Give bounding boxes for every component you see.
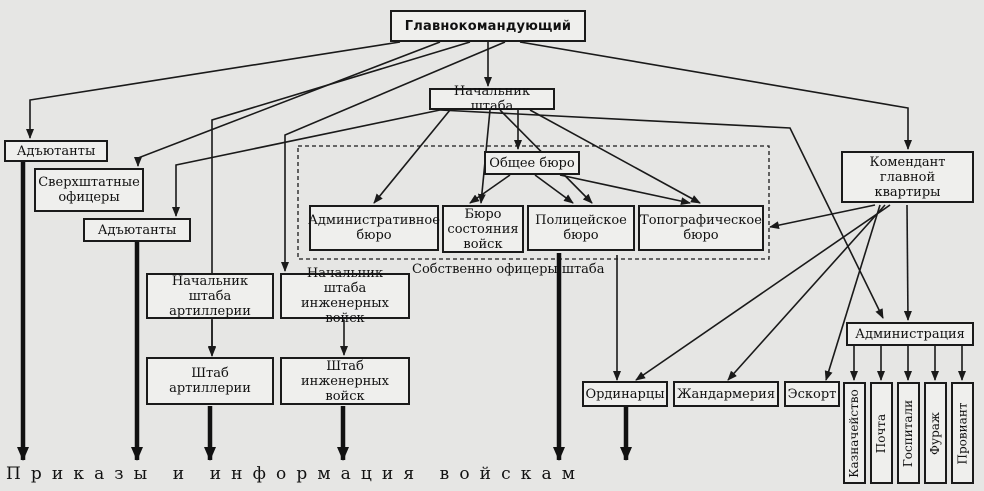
node-forage: Фураж <box>924 382 947 484</box>
staff-officers-group-label: Собственно офицеры штаба <box>412 262 605 277</box>
arrow-connector-12 <box>439 109 884 319</box>
edges-thick <box>17 162 632 461</box>
arrow-connector-8 <box>373 109 451 204</box>
node-commander: Главнокомандующий <box>390 10 586 42</box>
arrow-connector-18 <box>727 204 886 381</box>
node-escort: Эскорт <box>784 381 840 407</box>
staff-officers-group-border <box>297 145 770 260</box>
arrow-connector-16 <box>769 204 876 230</box>
node-commandant: Комендант главной квартиры <box>841 151 974 203</box>
node-treasury-label: Казначейство <box>847 388 862 478</box>
node-adjutants-left: Адъютанты <box>4 140 108 162</box>
arrow-connector-13 <box>469 174 511 204</box>
arrow-connector-19 <box>635 204 891 381</box>
node-orderlies: Ординарцы <box>582 381 668 407</box>
orders-footer-text: Приказы и информация войскам <box>6 464 586 484</box>
arrow-connector-20 <box>903 204 912 321</box>
arrow-connector-15 <box>559 174 691 206</box>
node-supernumerary-officers: Сверхштатные офицеры <box>34 168 144 212</box>
node-engineer-chief: Начальник штаба инженерных войск <box>280 266 410 326</box>
node-provisions-label: Провиант <box>955 402 970 464</box>
node-post: Почта <box>870 382 893 484</box>
arrow-connector-4 <box>281 41 506 272</box>
arrow-connector-2 <box>134 41 441 167</box>
node-chief-of-staff: Начальник штаба <box>429 84 555 114</box>
node-post-label: Почта <box>874 413 889 453</box>
node-administration: Администрация <box>846 322 974 346</box>
node-provisions: Провиант <box>951 382 974 484</box>
node-general-bureau: Общее бюро <box>484 151 580 175</box>
node-treasury: Казначейство <box>843 382 866 484</box>
node-adjutants-second: Адъютанты <box>83 218 191 242</box>
node-hospitals-label: Госпитали <box>901 399 915 467</box>
node-admin-bureau: Административное бюро <box>308 205 440 251</box>
arrow-connector-17 <box>824 204 881 381</box>
node-artillery-staff: Штаб артиллерии <box>146 357 274 405</box>
arrow-connector-11 <box>529 109 701 204</box>
arrow-connector-7 <box>172 109 441 217</box>
node-topographic-bureau: Топографическое бюро <box>638 205 764 251</box>
node-artillery-chief: Начальник штаба артиллерии <box>146 273 274 319</box>
arrow-connector-14 <box>534 174 574 204</box>
node-police-bureau: Полицейское бюро <box>527 205 635 251</box>
node-status-bureau: Бюро состояния войск <box>442 205 524 253</box>
arrow-connector-5 <box>519 41 912 150</box>
node-forage-label: Фураж <box>928 411 942 455</box>
node-hospitals: Госпитали <box>897 382 920 484</box>
node-gendarmerie: Жандармерия <box>673 381 779 407</box>
arrow-connector-1 <box>26 41 401 139</box>
node-engineer-staff: Штаб инженерных войск <box>280 357 410 405</box>
